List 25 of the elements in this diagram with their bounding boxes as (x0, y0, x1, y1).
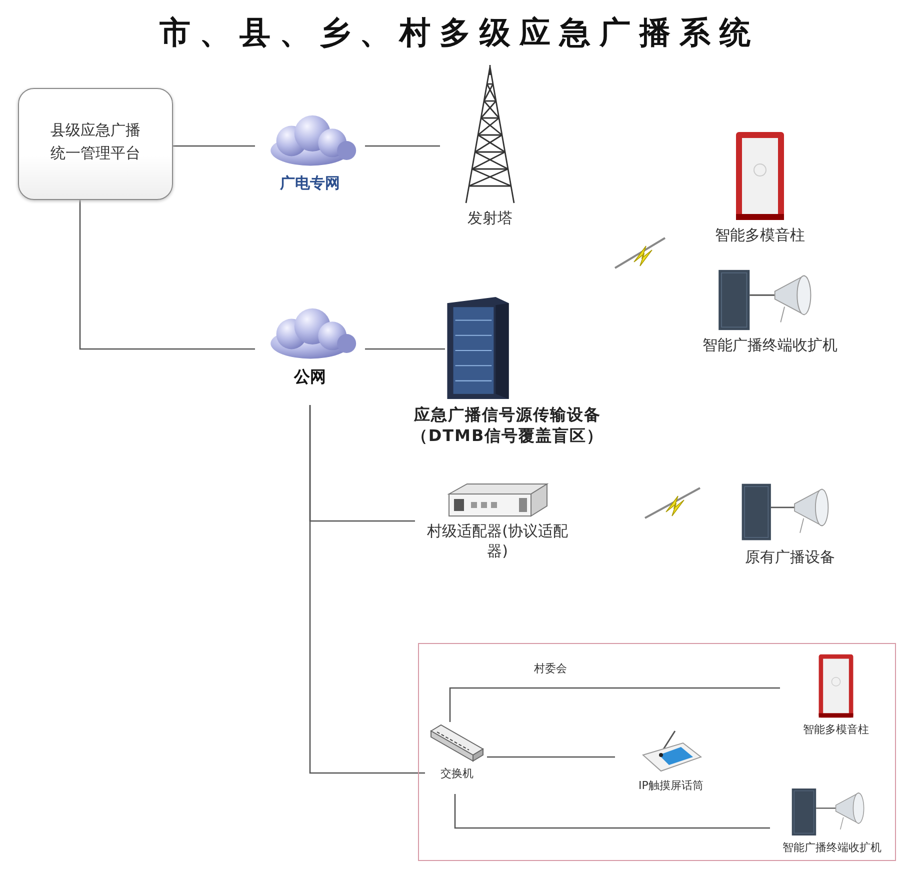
connector-line (454, 794, 770, 829)
platform-box (18, 88, 173, 200)
village-area-frame (418, 643, 896, 861)
device-caption: 智能广播终端收扩机 (782, 841, 882, 856)
connector-line (365, 348, 445, 350)
device-caption: 村级适配器(协议适配器) (426, 522, 569, 561)
area-label: 村委会 (534, 662, 567, 676)
device-caption: 应急广播信号源传输设备（DTMB信号覆盖盲区） (410, 405, 605, 447)
device-caption: 智能多模音柱 (803, 723, 869, 738)
network-label: 广电专网 (280, 174, 340, 194)
connector-line (365, 145, 440, 147)
network-label: 公网 (294, 367, 326, 388)
connector-line (487, 756, 615, 758)
platform-label: 县级应急广播统一管理平台 (50, 120, 142, 164)
connector-line (79, 200, 255, 350)
device-caption: 智能广播终端收扩机 (702, 336, 838, 356)
connector-line (309, 405, 425, 774)
device-caption: IP触摸屏话筒 (638, 779, 704, 794)
device-caption: 发射塔 (468, 209, 512, 228)
device-caption: 原有广播设备 (745, 548, 835, 568)
connector-line (173, 145, 255, 147)
connector-line (449, 687, 780, 722)
diagram-title: 市、县、乡、村多级应急广播系统 (158, 14, 760, 53)
device-caption: 交换机 (440, 767, 474, 782)
device-caption: 智能多模音柱 (715, 226, 805, 246)
